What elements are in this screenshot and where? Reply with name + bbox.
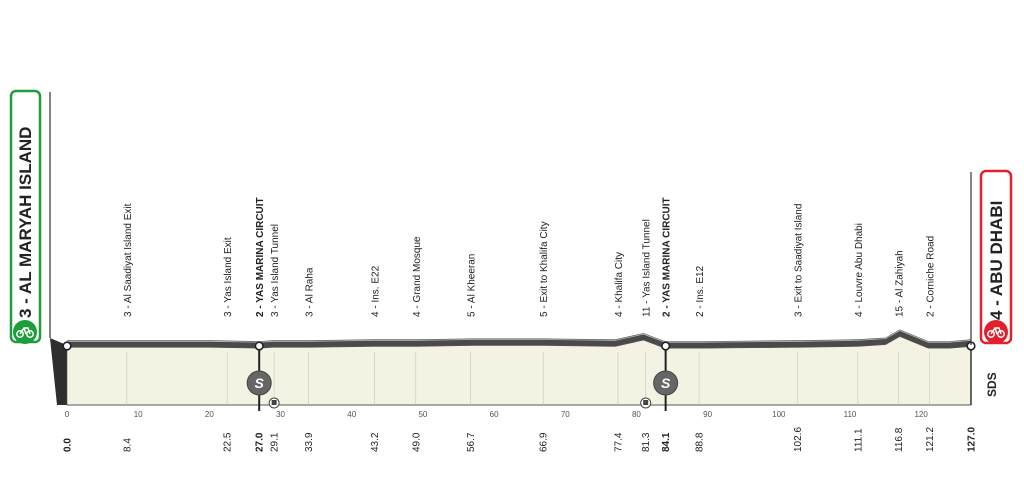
waypoint-label: 3 - Al Raha xyxy=(304,267,315,317)
km-label: 33.9 xyxy=(304,432,315,452)
x-tick-label: 40 xyxy=(347,410,356,419)
km-label: 8.4 xyxy=(122,438,133,452)
waypoint-label: 2 - YAS MARINA CIRCUIT xyxy=(662,197,673,317)
km-label: 29.1 xyxy=(270,432,281,452)
km-label: 121.2 xyxy=(925,427,936,452)
waypoint-label: 4 - Grand Mosque xyxy=(412,236,423,317)
waypoint-label: 4 - Ins. E22 xyxy=(371,265,382,317)
x-tick-label: 50 xyxy=(418,410,427,419)
marks-layer: 0 10 20 30 40 50 60 70 80 90 100 110 120 0.0 8.4 22.5 27… xyxy=(62,197,978,452)
km-label: 27.0 xyxy=(255,432,266,452)
waypoint-label: 2 - Ins. E12 xyxy=(695,265,706,317)
route-dot xyxy=(661,341,671,351)
waypoint-label: 3 - Yas Island Tunnel xyxy=(270,224,281,317)
x-tick-label: 30 xyxy=(276,410,285,419)
km-label: 0.0 xyxy=(63,438,74,452)
sds-logo: SDS xyxy=(985,372,999,397)
start-badge-label: 3 - AL MARYAH ISLAND xyxy=(16,127,35,318)
profile-layer xyxy=(50,329,972,406)
km-label: 127.0 xyxy=(967,427,978,452)
x-tick-label: 100 xyxy=(772,410,786,419)
waypoint-label: 11 - Yas Island Tunnel xyxy=(642,219,653,317)
finish-badge: 4 - ABU DHABI xyxy=(970,169,1013,345)
profile-ridge-line xyxy=(67,330,972,343)
x-tick-label: 20 xyxy=(205,410,214,419)
tunnel-icon-inner xyxy=(643,400,649,405)
route-dot xyxy=(62,341,72,351)
sprint-badge xyxy=(653,370,679,396)
waypoint-label: 4 - Khalifa City xyxy=(614,252,625,317)
x-tick-label: 80 xyxy=(632,410,641,419)
km-label: 56.7 xyxy=(466,432,477,452)
start-badge: 3 - AL MARYAH ISLAND xyxy=(9,89,51,344)
bicycle-icon xyxy=(16,327,34,338)
bicycle-icon xyxy=(987,327,1005,338)
waypoint-label: 5 - Exit to Khalifa City xyxy=(539,221,550,317)
waypoint-label: 4 - Louvre Abu Dhabi xyxy=(854,223,865,317)
x-tick-label: 0 xyxy=(65,410,70,419)
sprint-badge-label: S xyxy=(255,375,265,391)
tunnel-icon-inner xyxy=(271,400,277,405)
x-tick-label: 10 xyxy=(134,410,143,419)
profile-area xyxy=(66,336,972,406)
x-tick-label: 90 xyxy=(703,410,712,419)
route-dot xyxy=(254,341,264,351)
profile-side-wall xyxy=(50,338,67,405)
km-label: 43.2 xyxy=(370,432,381,452)
waypoint-label: 15 - Al Zahiyah xyxy=(894,250,905,317)
sprint-badge-label: S xyxy=(661,375,671,391)
waypoint-label: 3 - Al Saadiyat Island Exit xyxy=(123,203,134,317)
sprint-badge xyxy=(246,370,272,396)
waypoint-label: 2 - Corniche Road xyxy=(926,236,937,317)
km-label: 84.1 xyxy=(661,432,672,452)
km-label: 81.3 xyxy=(641,432,652,452)
km-label: 102.6 xyxy=(793,427,804,452)
x-tick-label: 110 xyxy=(844,410,857,419)
waypoint-label: 2 - YAS MARINA CIRCUIT xyxy=(255,197,266,317)
waypoint-label: 5 - Al Kheeran xyxy=(467,254,478,317)
x-tick-label: 120 xyxy=(914,410,928,419)
x-tick-label: 70 xyxy=(561,410,570,419)
km-label: 77.4 xyxy=(613,432,624,452)
km-label: 22.5 xyxy=(223,432,234,452)
km-label: 66.9 xyxy=(539,432,550,452)
finish-badge-label: 4 - ABU DHABI xyxy=(987,201,1006,320)
x-tick-label: 60 xyxy=(490,410,499,419)
waypoint-label: 3 - Exit to Saadiyat Island xyxy=(793,204,804,317)
km-label: 111.1 xyxy=(853,428,864,452)
km-label: 88.8 xyxy=(695,432,706,452)
waypoint-label: 3 - Yas Island Exit xyxy=(223,237,234,317)
km-label: 49.0 xyxy=(411,432,422,452)
km-label: 116.8 xyxy=(894,427,905,452)
